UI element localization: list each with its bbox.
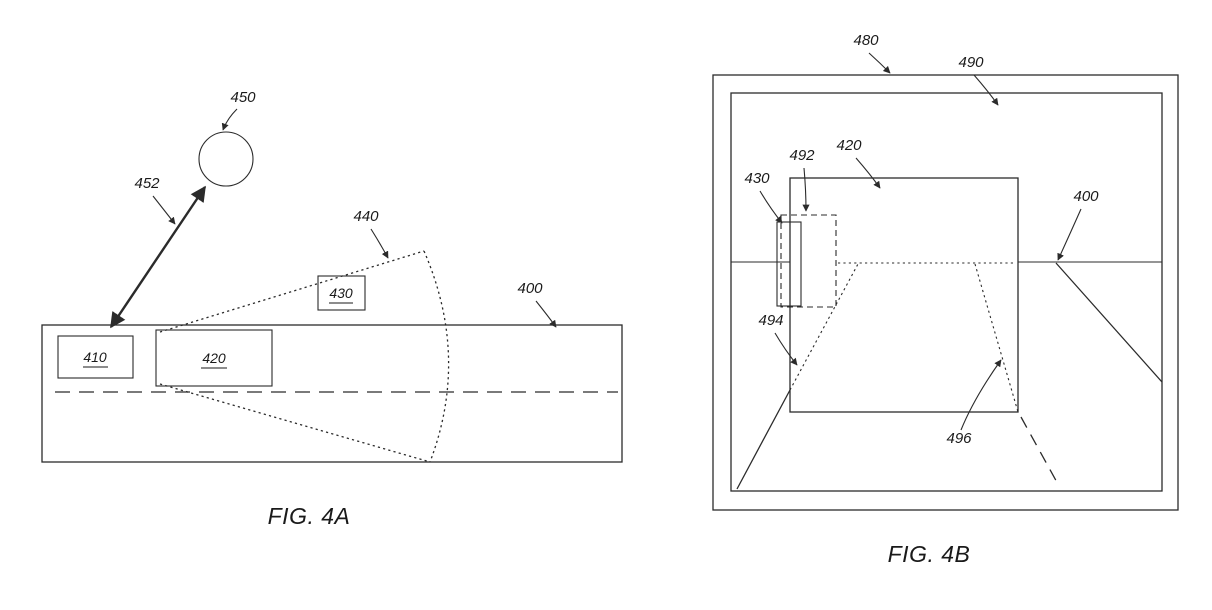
fig4b-caption: FIG. 4B [888, 541, 971, 567]
fig4b-ref-490: 490 [958, 54, 984, 71]
fig4b-leader-496 [960, 359, 1002, 431]
fig4a-fov-arc [423, 250, 450, 463]
fig4a-leader-440 [370, 228, 389, 259]
fig4b-outer-frame-480 [712, 74, 1179, 511]
fig4a-leader-452 [152, 195, 176, 225]
fig4b-leader-490 [973, 74, 999, 106]
fig4b-lane-right-solid-400 [1055, 262, 1163, 383]
fig4a-ref-410: 410 [83, 349, 107, 365]
fig4a-fov-bottom-edge [159, 383, 431, 463]
fig4b-ref-496: 496 [946, 430, 972, 447]
fig4a-component-rect-410 [57, 335, 134, 379]
fig4b-leader-494 [774, 332, 798, 366]
fig4b-ref-420: 420 [836, 137, 862, 154]
fig4b-ref-494: 494 [758, 312, 783, 329]
fig4a-caption: FIG. 4A [268, 503, 351, 529]
fig4b-ref-492: 492 [789, 147, 815, 164]
fig4a-ref-450: 450 [230, 89, 256, 106]
fig4b-leader-420 [855, 157, 881, 189]
fig4a-signal-arrow-452 [110, 185, 206, 329]
fig4a-body-rect-400 [41, 324, 623, 463]
fig4b-ref-480: 480 [853, 32, 879, 49]
fig4a-component-rect-420 [155, 329, 273, 387]
fig4b-image-region-420 [789, 177, 1019, 413]
fig4a-leader-400 [535, 300, 557, 328]
fig4b-inner-frame-490 [730, 92, 1163, 492]
fig4a-leader-450 [221, 108, 238, 131]
fig4b-dashed-region-492 [780, 214, 837, 308]
fig4b-ref-430: 430 [744, 170, 770, 187]
fig4a-ref-440: 440 [353, 208, 379, 225]
fig4a-ref-452: 452 [134, 175, 160, 192]
fig4b-leader-480 [868, 52, 891, 74]
fig4b-ref-400: 400 [1073, 188, 1099, 205]
fig4b-road-left-solid [736, 389, 791, 490]
fig-4b: 480 490 492 420 430 400 494 496 FIG. 4B [712, 32, 1179, 567]
fig4a-component-rect-430 [317, 275, 366, 311]
fig4a-ref-420: 420 [202, 350, 226, 366]
fig4a-fov-top-edge [159, 250, 425, 333]
fig4a-circle-450 [198, 131, 254, 187]
fig4b-road-right-dotted-496 [974, 263, 1019, 413]
fig4a-ref-400: 400 [517, 280, 543, 297]
fig4b-region-rect-430 [776, 221, 802, 307]
fig4b-leader-430 [759, 190, 783, 224]
fig4a-ref-430: 430 [329, 285, 353, 301]
fig4b-road-right-dashed [1020, 416, 1060, 487]
fig4b-leader-492 [802, 167, 810, 212]
fig4b-leader-400 [1057, 208, 1082, 261]
fig4b-road-left-dotted-494 [789, 263, 859, 391]
fig-4a: 410 420 430 450 452 440 [41, 89, 623, 529]
